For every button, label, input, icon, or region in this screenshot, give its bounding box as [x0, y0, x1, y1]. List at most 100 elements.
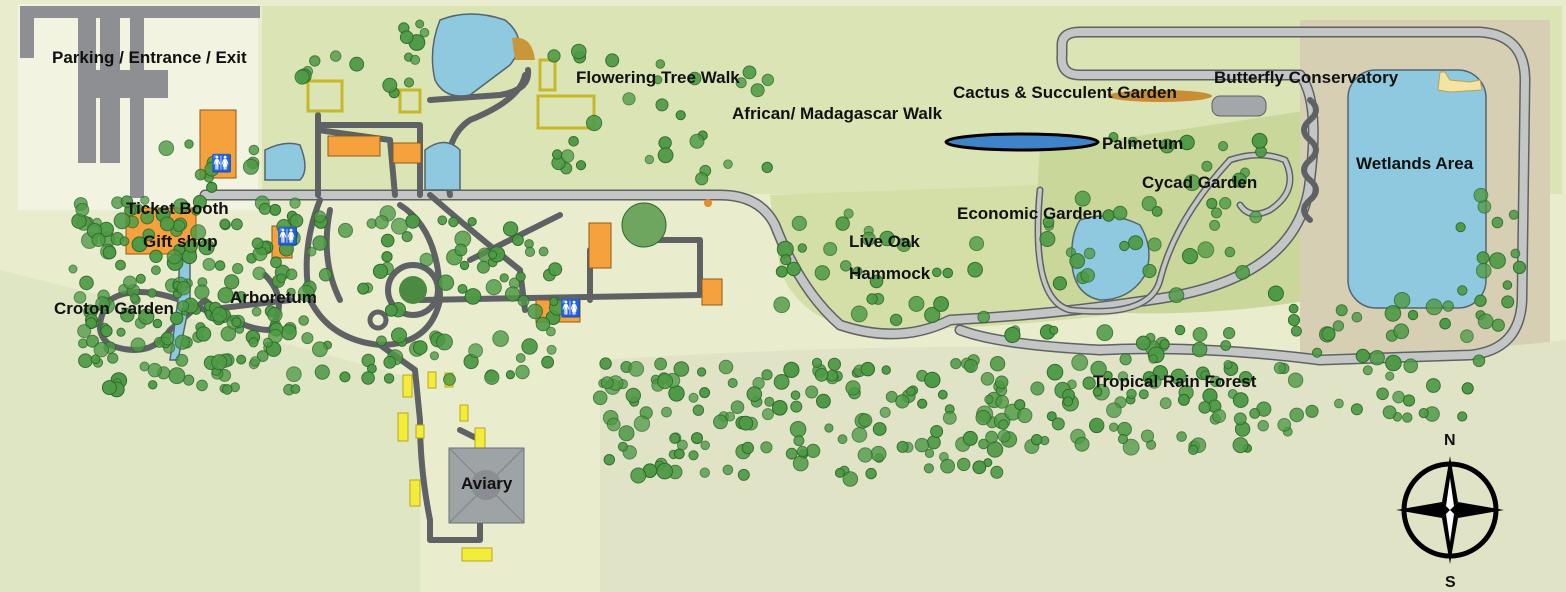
tree-icon: [535, 316, 551, 332]
tree-icon: [231, 317, 242, 328]
tree-icon: [713, 414, 728, 430]
tree-icon: [1475, 262, 1492, 279]
tree-icon: [1321, 326, 1336, 341]
tree-icon: [184, 139, 194, 149]
tree-icon: [633, 415, 651, 432]
tree-icon: [313, 210, 327, 223]
tree-icon: [872, 422, 887, 436]
tree-icon: [950, 358, 962, 370]
tree-icon: [1211, 207, 1222, 219]
tree-icon: [656, 462, 674, 480]
tree-icon: [741, 441, 754, 455]
tree-icon: [1474, 294, 1487, 307]
tree-icon: [789, 421, 807, 438]
tree-icon: [454, 243, 468, 257]
tree-icon: [746, 386, 763, 402]
tree-icon: [374, 215, 389, 230]
tree-icon: [175, 353, 189, 367]
tree-icon: [963, 359, 978, 373]
tree-icon: [906, 386, 916, 397]
tree-icon: [1147, 374, 1162, 389]
tree-icon: [1287, 314, 1301, 327]
tree-icon: [1402, 412, 1413, 423]
tree-icon: [1501, 295, 1515, 309]
tree-icon: [139, 361, 150, 372]
tree-icon: [1074, 436, 1090, 452]
tree-icon: [1376, 387, 1389, 401]
tree-icon: [1109, 422, 1119, 432]
tree-icon: [1198, 401, 1211, 414]
tree-icon: [383, 355, 397, 369]
tree-icon: [984, 394, 994, 405]
tree-icon: [654, 357, 667, 371]
tree-icon: [176, 281, 191, 296]
tree-icon: [1126, 388, 1137, 400]
tree-icon: [1191, 341, 1208, 358]
tree-icon: [236, 354, 247, 365]
tree-icon: [1117, 421, 1132, 437]
tree-icon: [797, 243, 807, 253]
tree-icon: [827, 357, 842, 371]
tree-icon: [1273, 361, 1287, 375]
tree-icon: [1141, 196, 1157, 212]
tree-icon: [837, 434, 848, 445]
tree-icon: [806, 443, 821, 458]
tree-icon: [1063, 396, 1074, 407]
tree-icon: [1510, 248, 1521, 259]
tree-icon: [86, 334, 99, 348]
tree-icon: [1071, 354, 1089, 371]
tree-icon: [1508, 209, 1519, 220]
tree-icon: [1176, 431, 1187, 442]
tree-icon: [68, 264, 78, 274]
tree-icon: [276, 273, 287, 284]
tree-icon: [796, 445, 809, 458]
tree-icon: [314, 364, 330, 380]
tree-icon: [443, 373, 456, 386]
tree-icon: [91, 232, 106, 247]
tree-icon: [113, 212, 131, 230]
compass-south-label: S: [1445, 574, 1456, 591]
tree-icon: [511, 234, 524, 246]
tree-icon: [158, 140, 175, 156]
tree-icon: [957, 457, 971, 472]
tree-icon: [285, 268, 298, 281]
tree-icon: [93, 342, 110, 358]
tree-icon: [930, 425, 944, 438]
tree-icon: [691, 432, 703, 445]
tree-icon: [437, 274, 455, 291]
tree-icon: [942, 267, 954, 279]
tree-icon: [524, 246, 536, 257]
tree-icon: [1455, 222, 1466, 233]
tree-icon: [695, 172, 709, 186]
tree-icon: [306, 246, 317, 257]
tree-icon: [1232, 437, 1249, 454]
tree-icon: [772, 400, 788, 416]
compass-north-label: N: [1444, 432, 1456, 449]
tree-icon: [1138, 389, 1149, 400]
label-aviary: Aviary: [461, 474, 513, 493]
tree-icon: [242, 158, 259, 175]
tree-icon: [568, 136, 579, 147]
tree-icon: [889, 313, 903, 327]
tree-icon: [730, 400, 745, 415]
tree-icon: [937, 389, 948, 400]
tree-icon: [1384, 305, 1402, 322]
tree-icon: [1122, 438, 1140, 456]
tree-icon: [995, 375, 1009, 389]
tree-icon: [644, 154, 655, 165]
tree-icon: [1170, 368, 1187, 385]
tree-icon: [980, 372, 995, 386]
tree-icon: [286, 366, 302, 383]
tree-icon: [689, 133, 705, 149]
tree-icon: [1477, 313, 1494, 330]
tree-icon: [1472, 354, 1486, 368]
tree-icon: [1206, 197, 1218, 210]
tree-icon: [485, 279, 502, 296]
tree-icon: [1476, 251, 1490, 265]
tree-icon: [1142, 263, 1157, 279]
tree-icon: [688, 392, 699, 403]
tree-icon: [1177, 393, 1190, 406]
tree-icon: [599, 357, 612, 370]
tree-icon: [1090, 360, 1107, 378]
tree-icon: [924, 448, 935, 458]
